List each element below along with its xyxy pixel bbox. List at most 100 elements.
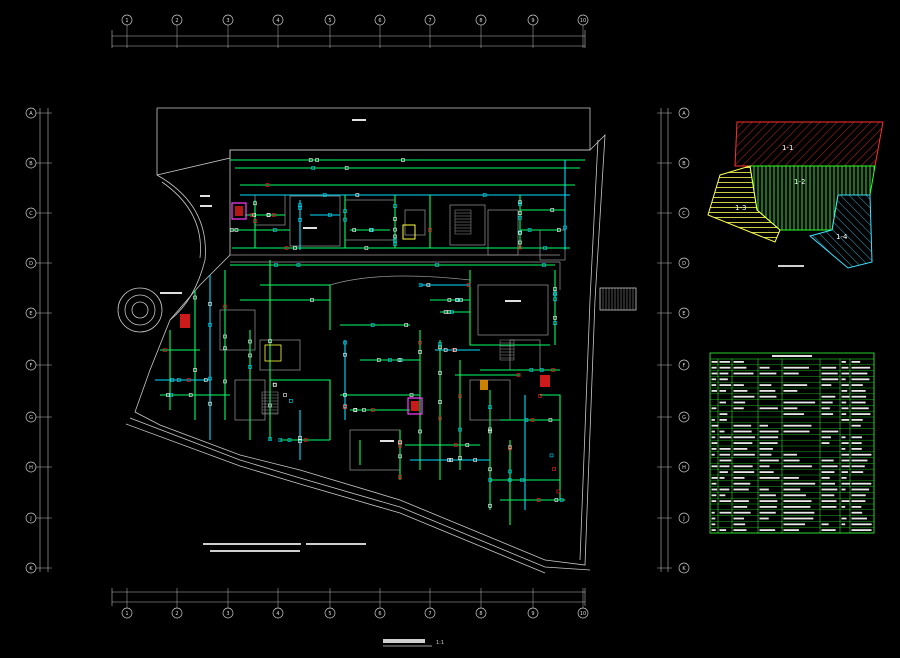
table-cell-text	[783, 511, 815, 514]
table-cell-text	[851, 424, 861, 427]
zone-1-area	[734, 121, 884, 167]
diffuser	[438, 416, 442, 421]
table-cell-text	[821, 372, 838, 375]
axis-label: B	[682, 161, 686, 167]
table-cell-text	[719, 419, 727, 421]
table-cell-text	[821, 471, 835, 473]
table-cell-text	[719, 459, 732, 462]
diffuser	[283, 393, 287, 397]
diffuser	[488, 405, 492, 410]
axis-bubble	[25, 512, 37, 524]
diffuser	[551, 368, 555, 372]
diffuser	[401, 158, 405, 162]
right-dimension-line	[660, 108, 669, 572]
diffuser	[298, 218, 302, 222]
diffuser	[518, 245, 522, 250]
table-cell-text	[821, 488, 838, 491]
axis-label: D	[682, 261, 686, 267]
diffuser	[449, 458, 454, 462]
table-cell-text	[759, 529, 776, 531]
table-cell-text	[783, 401, 816, 404]
table-cell-text	[759, 471, 774, 473]
table-cell-text	[711, 390, 718, 392]
diffuser	[447, 458, 451, 462]
table-cell-text	[841, 459, 850, 462]
table-cell-text	[759, 430, 779, 433]
diffuser	[536, 498, 541, 502]
table-cell-text	[759, 395, 777, 398]
table-cell-text	[851, 453, 872, 456]
axis-label: A	[29, 111, 33, 117]
diffuser	[355, 193, 360, 197]
diffuser	[193, 295, 197, 300]
zone-4-area	[808, 194, 873, 269]
air-diffusers	[163, 158, 567, 508]
table-cell-text	[711, 529, 716, 531]
table-cell-text	[733, 453, 755, 456]
table-cell-text	[851, 378, 870, 381]
axis-bubble	[424, 607, 436, 619]
axis-bubble	[527, 14, 539, 26]
table-cell-text	[759, 442, 778, 444]
table-cell-text	[851, 529, 872, 531]
table-cell-text	[851, 506, 862, 508]
diffuser	[308, 158, 313, 162]
diffuser	[438, 400, 442, 404]
diffuser	[518, 211, 522, 215]
axis-label: 1	[125, 18, 128, 24]
table-cell-text	[719, 465, 730, 468]
diffuser	[518, 240, 522, 245]
axis-label: G	[29, 415, 33, 421]
diffuser	[298, 439, 302, 443]
diffuser	[229, 228, 234, 232]
table-cell-text	[841, 372, 850, 375]
table-cell-text	[759, 407, 778, 410]
table-cell-text	[733, 395, 755, 398]
table-cell-text	[733, 384, 744, 386]
diffuser	[311, 166, 316, 170]
table-cell-text	[783, 430, 810, 433]
diffuser	[482, 193, 487, 197]
diffuser	[393, 204, 397, 208]
table-cell-text	[851, 482, 872, 485]
diffuser	[398, 440, 402, 445]
table-cell-text	[821, 477, 830, 479]
axis-label: C	[682, 211, 686, 217]
axis-bubble	[171, 14, 183, 26]
table-cell-text	[759, 436, 779, 439]
diffuser	[455, 298, 459, 302]
table-cell-text	[733, 511, 751, 514]
table-cell-text	[711, 407, 717, 410]
diffuser	[203, 378, 208, 382]
diffuser	[556, 489, 561, 494]
diffuser	[343, 340, 347, 345]
diffuser	[559, 498, 564, 502]
diffuser	[187, 378, 191, 382]
table-cell-text	[821, 506, 837, 508]
diffuser	[249, 213, 254, 217]
table-cell-text	[841, 500, 850, 502]
diffuser	[268, 339, 272, 343]
table-cell-text	[733, 361, 744, 363]
axis-label: 4	[276, 18, 279, 24]
table-cell-text	[711, 366, 717, 369]
stair	[499, 339, 515, 361]
table-cell-text	[759, 465, 770, 468]
table-cell-text	[783, 366, 809, 369]
table-cell-text	[733, 407, 744, 410]
table-cell-text	[851, 407, 869, 410]
table-cell-text	[719, 453, 731, 456]
table-cell-text	[719, 401, 726, 404]
table-cell-text	[841, 453, 850, 456]
table-cell-text	[783, 407, 798, 410]
diffuser	[223, 334, 227, 339]
diffuser	[163, 348, 167, 352]
axis-bubble	[475, 14, 487, 26]
diffuser	[550, 208, 555, 212]
table-cell-text	[711, 361, 718, 363]
axis-label: J	[682, 516, 684, 522]
diffuser	[488, 429, 492, 434]
diffuser	[223, 379, 227, 384]
